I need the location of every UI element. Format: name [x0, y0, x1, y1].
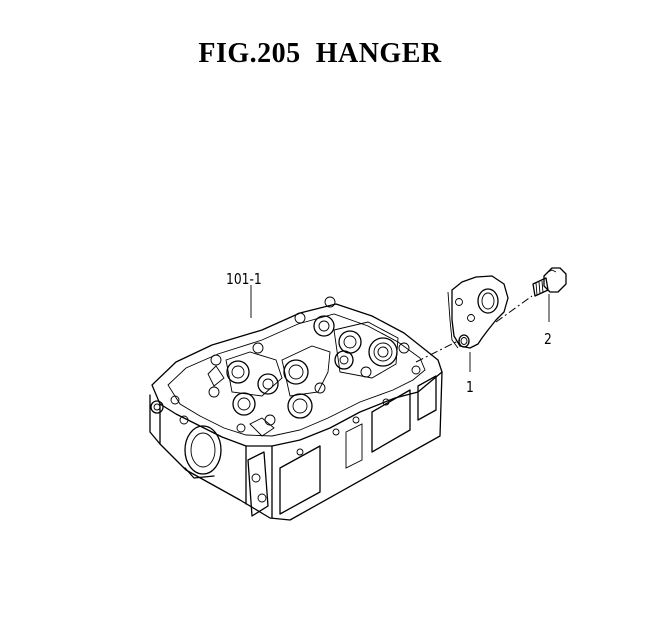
callout-hanger-plate: 1	[466, 378, 474, 396]
callout-bolt: 2	[544, 330, 552, 348]
leader-lines	[250, 285, 550, 372]
cylinder-head	[149, 296, 443, 521]
callout-head-assembly: 101-1	[226, 270, 262, 288]
figure-title: FIG.205 HANGER	[0, 38, 640, 70]
hanger-bolt	[532, 267, 567, 297]
figure-number: FIG.205	[198, 38, 301, 69]
hanger-plate	[447, 275, 509, 349]
figure-name: HANGER	[315, 38, 442, 69]
